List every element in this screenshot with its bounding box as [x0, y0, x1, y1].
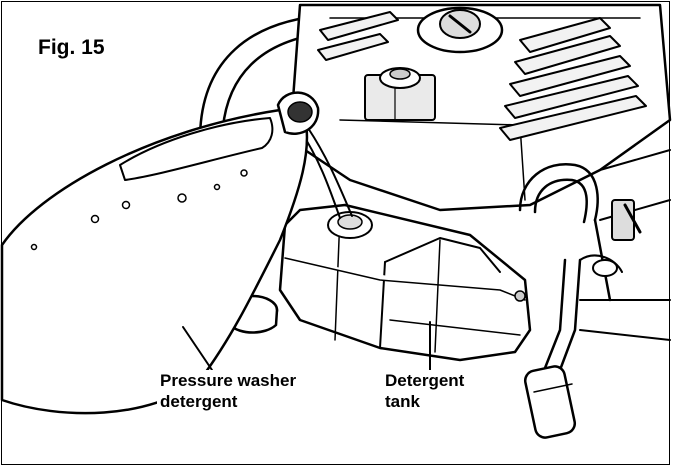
engine-side [579, 149, 671, 341]
callout-tank-line2: tank [385, 392, 420, 411]
callout-pressure-washer-detergent: Pressure washer detergent [157, 370, 300, 412]
detergent-tank [278, 203, 532, 362]
callout-detergent-line2: detergent [160, 392, 238, 411]
figure-number: Fig. 15 [34, 36, 109, 60]
handle-grip [523, 365, 577, 439]
leader-lines [182, 321, 431, 373]
vent-slots [317, 11, 647, 141]
callout-tank-line1: Detergent [385, 371, 465, 390]
callout-detergent-line1: Pressure washer [160, 371, 297, 390]
detergent-bottle [0, 91, 320, 415]
callout-detergent-tank: Detergent tank [382, 370, 468, 412]
